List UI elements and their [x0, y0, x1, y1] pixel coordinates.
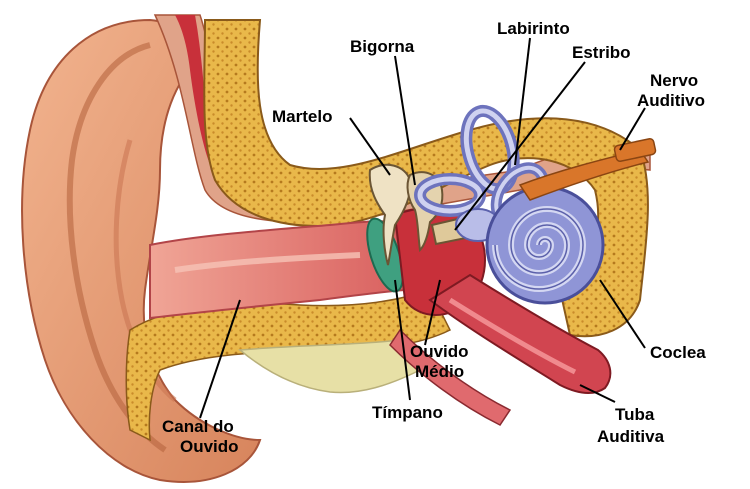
label-timpano: Tímpano — [372, 403, 443, 422]
label-canal-line2: Ouvido — [180, 437, 239, 456]
label-bigorna: Bigorna — [350, 37, 415, 56]
label-coclea: Coclea — [650, 343, 706, 362]
label-canal-line1: Canal do — [162, 417, 234, 436]
canal-highlight — [174, 252, 361, 273]
leader-canal — [199, 299, 241, 419]
leader-tuba — [579, 384, 616, 403]
muscle-bundle — [389, 328, 512, 426]
leader-timpano — [394, 279, 411, 401]
label-estribo: Estribo — [572, 43, 631, 62]
nerve-stub — [613, 138, 657, 162]
label-martelo: Martelo — [272, 107, 332, 126]
leader-labirinto — [514, 37, 531, 166]
leader-martelo — [349, 117, 391, 176]
label-tuba-line1: Tuba — [615, 405, 655, 424]
label-labirinto: Labirinto — [497, 19, 570, 38]
leader-nervo — [619, 107, 646, 151]
soft-tissue — [238, 339, 422, 394]
leader-estribo — [454, 61, 586, 231]
label-nervo-line1: Nervo — [650, 71, 698, 90]
pinna — [21, 18, 262, 483]
eustachian-tube-inner — [448, 297, 577, 375]
pinna-fold — [66, 42, 167, 453]
label-ouvido-line1: Ouvido — [410, 342, 469, 361]
label-ouvido-line2: Médio — [415, 362, 464, 381]
cochlea-shape — [485, 185, 605, 305]
leader-ouvido — [424, 279, 441, 346]
leader-coclea — [599, 279, 646, 349]
eustachian-tube — [428, 273, 612, 394]
auditory-nerve — [518, 149, 650, 201]
label-tuba-line2: Auditiva — [597, 427, 665, 446]
label-nervo-line2: Auditivo — [637, 91, 705, 110]
leader-bigorna — [394, 55, 416, 186]
